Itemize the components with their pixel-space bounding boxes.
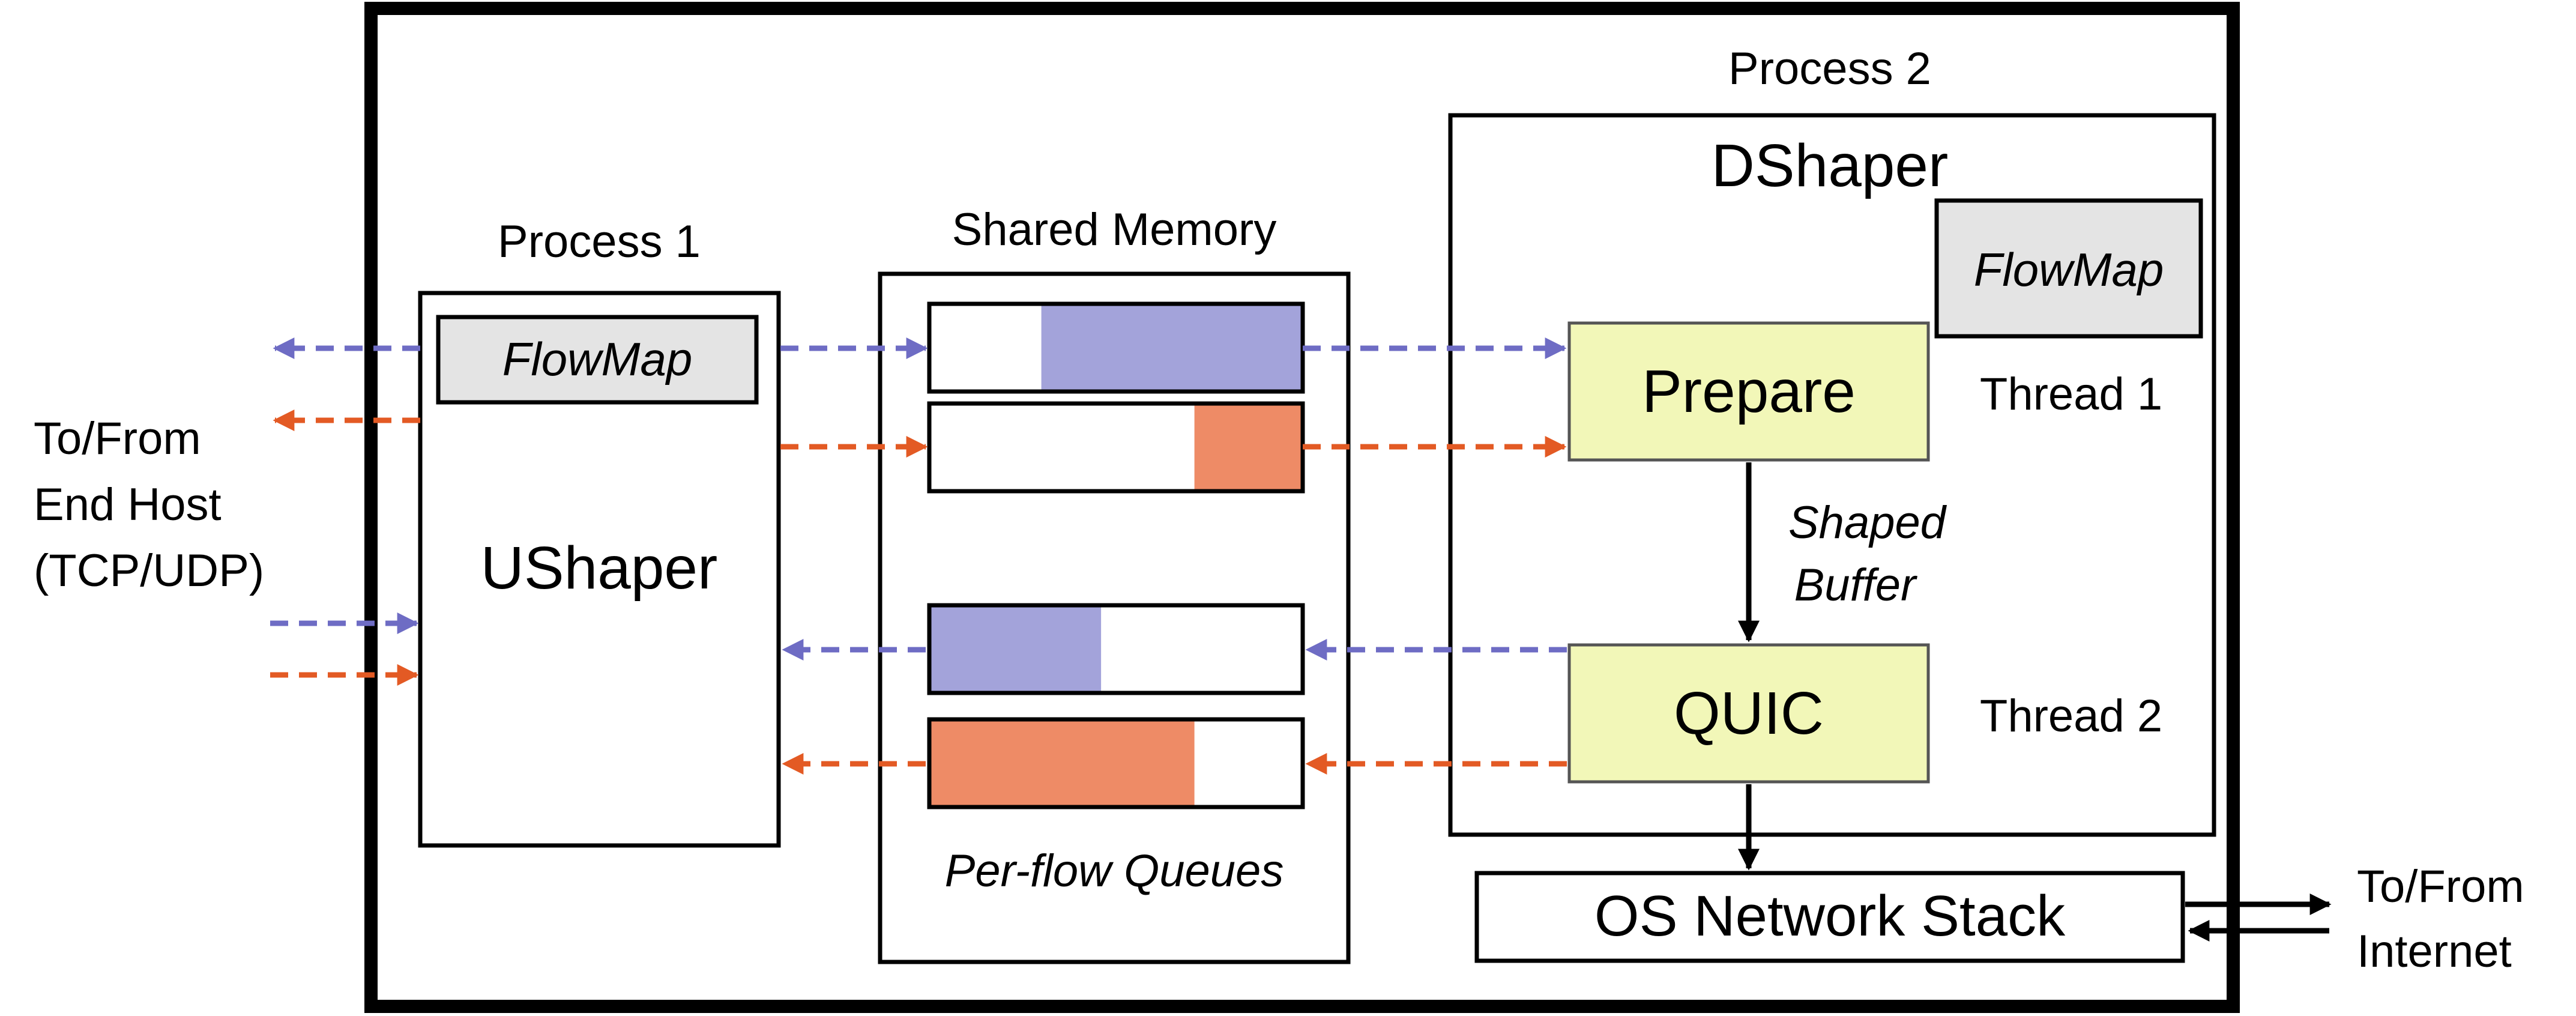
internet-label-line2: Internet bbox=[2357, 926, 2512, 977]
os-network-stack-label: OS Network Stack bbox=[1594, 884, 2066, 948]
dshaper-flowmap-label: FlowMap bbox=[1974, 243, 2164, 296]
queue-1 bbox=[927, 301, 1305, 394]
quic-thread-box bbox=[1567, 643, 1930, 784]
per-flow-queues-label: Per-flow Queues bbox=[945, 845, 1284, 897]
queue-4-fill bbox=[929, 719, 1195, 807]
shaped-buffer-label-line1: Shaped bbox=[1788, 497, 1947, 548]
queue-1-fill bbox=[1041, 304, 1303, 392]
ushaper-label: UShaper bbox=[481, 534, 718, 602]
process2-label: Process 2 bbox=[1728, 43, 1931, 94]
thread1-label: Thread 1 bbox=[1980, 369, 2162, 420]
thread2-label: Thread 2 bbox=[1980, 691, 2162, 742]
shaped-buffer-label-line2: Buffer bbox=[1794, 560, 1917, 611]
end-host-label-line1: To/From bbox=[34, 413, 201, 464]
shared-memory-label: Shared Memory bbox=[952, 204, 1277, 255]
queue-2 bbox=[927, 401, 1305, 494]
prepare-thread-box bbox=[1567, 321, 1930, 462]
dshaper-flowmap-box bbox=[1934, 198, 2203, 339]
queue-2-fill bbox=[1194, 404, 1303, 491]
end-host-label-line2: End Host bbox=[34, 479, 222, 530]
queue-4 bbox=[927, 717, 1305, 809]
dshaper-label: DShaper bbox=[1712, 132, 1949, 199]
ushaper-flowmap-label: FlowMap bbox=[502, 333, 692, 386]
queue-3-fill bbox=[929, 605, 1102, 693]
process1-label: Process 1 bbox=[498, 216, 701, 267]
ushaper-flowmap-box bbox=[436, 315, 759, 405]
queue-4-border bbox=[927, 717, 1305, 809]
queue-3 bbox=[927, 603, 1305, 695]
quic-label: QUIC bbox=[1674, 680, 1824, 747]
system-boundary-box bbox=[364, 2, 2240, 1013]
prepare-label: Prepare bbox=[1642, 358, 1856, 425]
per-flow-queues bbox=[927, 301, 1305, 809]
end-host-label-line3: (TCP/UDP) bbox=[34, 545, 264, 596]
internet-label-line1: To/From bbox=[2357, 861, 2524, 912]
os-network-stack-box bbox=[1474, 871, 2185, 963]
queue-3-border bbox=[927, 603, 1305, 695]
